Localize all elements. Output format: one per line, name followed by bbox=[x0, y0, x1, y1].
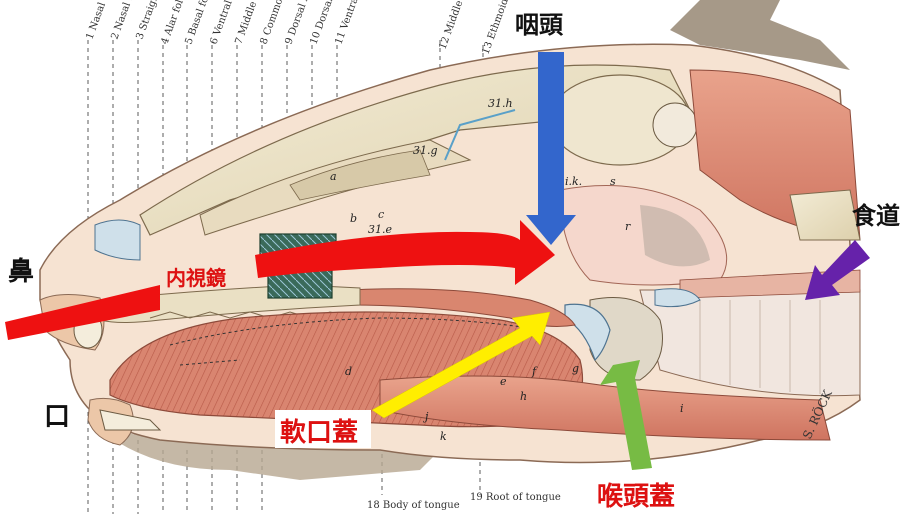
tongue-dorsum bbox=[169, 317, 531, 346]
annotation-nose: 鼻 bbox=[8, 257, 34, 287]
letter-g: g bbox=[572, 362, 579, 375]
top-label-12: 12 Middle nasa bbox=[437, 0, 474, 51]
letter-r: r bbox=[625, 220, 631, 233]
endoscope-probe-line bbox=[444, 109, 516, 161]
annotation-endoscope: 内視鏡 bbox=[166, 266, 226, 290]
annotation-pharynx: 咽頭 bbox=[515, 11, 564, 39]
letter-31h: 31.h bbox=[488, 97, 513, 110]
letter-d: d bbox=[345, 365, 352, 378]
letter-ik: i.k. bbox=[565, 175, 582, 188]
vertebra bbox=[789, 189, 861, 241]
epiglottis-arrow bbox=[600, 360, 652, 470]
incisor-lower bbox=[99, 409, 162, 431]
label-root-of-tongue: 19 Root of tongue bbox=[470, 492, 561, 503]
epiglottis-shape bbox=[564, 303, 611, 362]
letter-f: f bbox=[531, 365, 538, 378]
numbered-top-labels: 1 Nasal vestib 2 Nasal septu 3 Straight … bbox=[84, 0, 519, 56]
label-body-of-tongue: 18 Body of tongue bbox=[367, 500, 460, 511]
top-label-13: 13 Ethmoidal co bbox=[480, 0, 519, 56]
brain-section bbox=[652, 102, 698, 148]
letter-31g: 31.g bbox=[413, 144, 438, 157]
tongue-dashed-arrow bbox=[179, 359, 241, 366]
diagram-letter-labels: 31.h 31.g 31.e a b c d e f g h i j k r s… bbox=[330, 97, 684, 443]
letter-31e: 31.e bbox=[368, 223, 392, 236]
trachea bbox=[639, 289, 861, 397]
annotation-epiglottis: 喉頭蓋 bbox=[597, 481, 675, 512]
top-label-11: 11 Ventral nasal bbox=[333, 0, 372, 46]
letter-h: h bbox=[520, 390, 527, 403]
letter-e: e bbox=[500, 375, 507, 388]
annotation-soft-palate: 軟口蓋 bbox=[280, 417, 358, 448]
soft-palate-label-bg bbox=[275, 410, 371, 448]
letter-c: c bbox=[378, 208, 384, 221]
ventral-muscle bbox=[379, 375, 831, 441]
endoscope-arrow bbox=[5, 220, 555, 340]
guttural-pouch bbox=[640, 205, 710, 267]
soft-palate-arrow bbox=[371, 311, 551, 419]
larynx-cartilage bbox=[589, 297, 663, 381]
letter-b: b bbox=[350, 212, 357, 225]
letter-s: s bbox=[610, 175, 616, 188]
letter-k: k bbox=[440, 430, 447, 443]
letter-i: i bbox=[680, 402, 684, 415]
tracheal-rings bbox=[699, 300, 821, 394]
annotation-mouth: 口 bbox=[44, 402, 70, 432]
hyoid-bone bbox=[654, 288, 701, 308]
esophagus-arrow bbox=[805, 240, 870, 300]
dorsal-fur bbox=[670, 0, 850, 70]
chin-fur bbox=[90, 420, 450, 480]
annotation-esophagus: 食道 bbox=[852, 202, 900, 230]
letter-a: a bbox=[330, 170, 337, 183]
pharynx-arrow bbox=[526, 52, 576, 245]
letter-j: j bbox=[422, 410, 429, 423]
turbinate bbox=[289, 149, 431, 201]
nostril-cartilage bbox=[94, 219, 141, 261]
